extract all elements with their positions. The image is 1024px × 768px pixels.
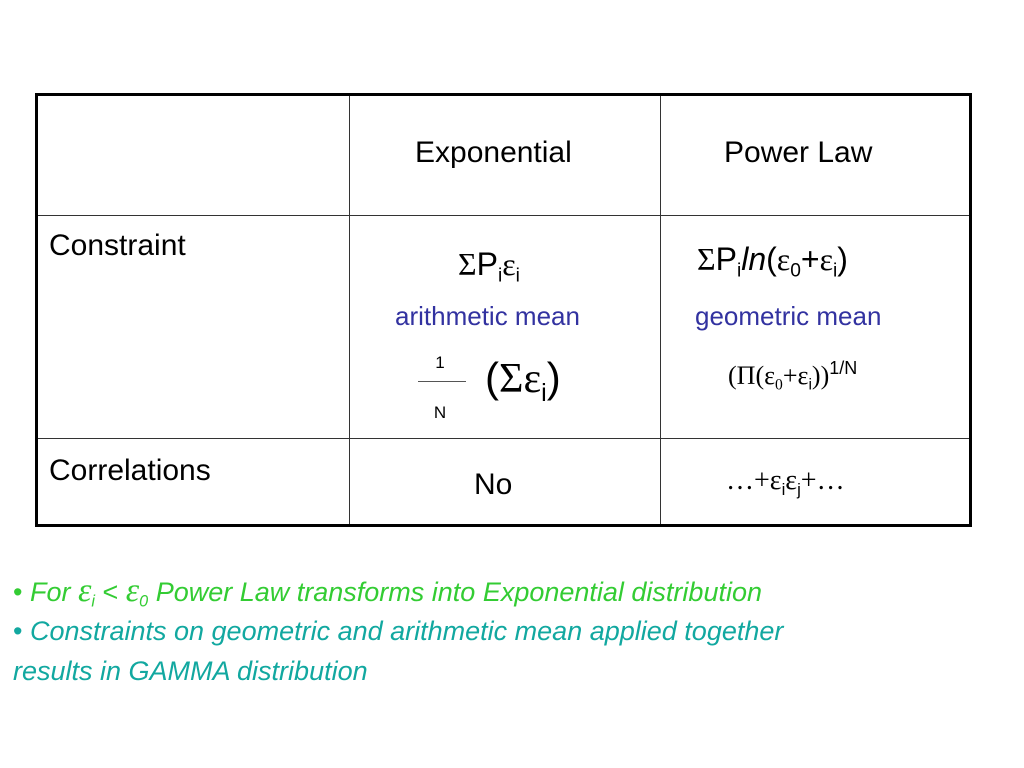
power-law-constraint-formula: ΣPiln(ε0+εi) [697,241,848,282]
geometric-mean-label: geometric mean [695,301,882,331]
column-divider [349,96,350,524]
header-power-law: Power Law [724,136,873,169]
bullet-power-law-limit: • For εi < ε0 Power Law transforms into … [13,572,762,611]
fraction-denominator: N [433,403,447,422]
row-label-correlations: Correlations [49,454,211,487]
header-exponential: Exponential [415,136,572,169]
bullet-gamma-line-2: results in GAMMA distribution [13,656,368,686]
fraction-numerator: 1 [435,353,445,372]
arithmetic-mean-label: arithmetic mean [395,301,580,331]
exponential-correlations-value: No [474,468,513,501]
row-divider [38,438,969,439]
power-law-correlations-formula: …+εiεj+… [726,465,845,499]
comparison-table: Exponential Power Law Constraint ΣPiεi a… [35,93,972,527]
row-label-constraint: Constraint [49,229,186,262]
row-divider [38,215,969,216]
fraction-bar [418,381,466,382]
bullet-gamma-line-1: • Constraints on geometric and arithmeti… [13,616,784,646]
geometric-mean-formula: (Π(ε0+εi))1/N [728,358,858,394]
arithmetic-mean-formula: (Σεi) [485,354,561,407]
exponential-constraint-formula: ΣPiεi [458,246,520,287]
column-divider [660,96,661,524]
